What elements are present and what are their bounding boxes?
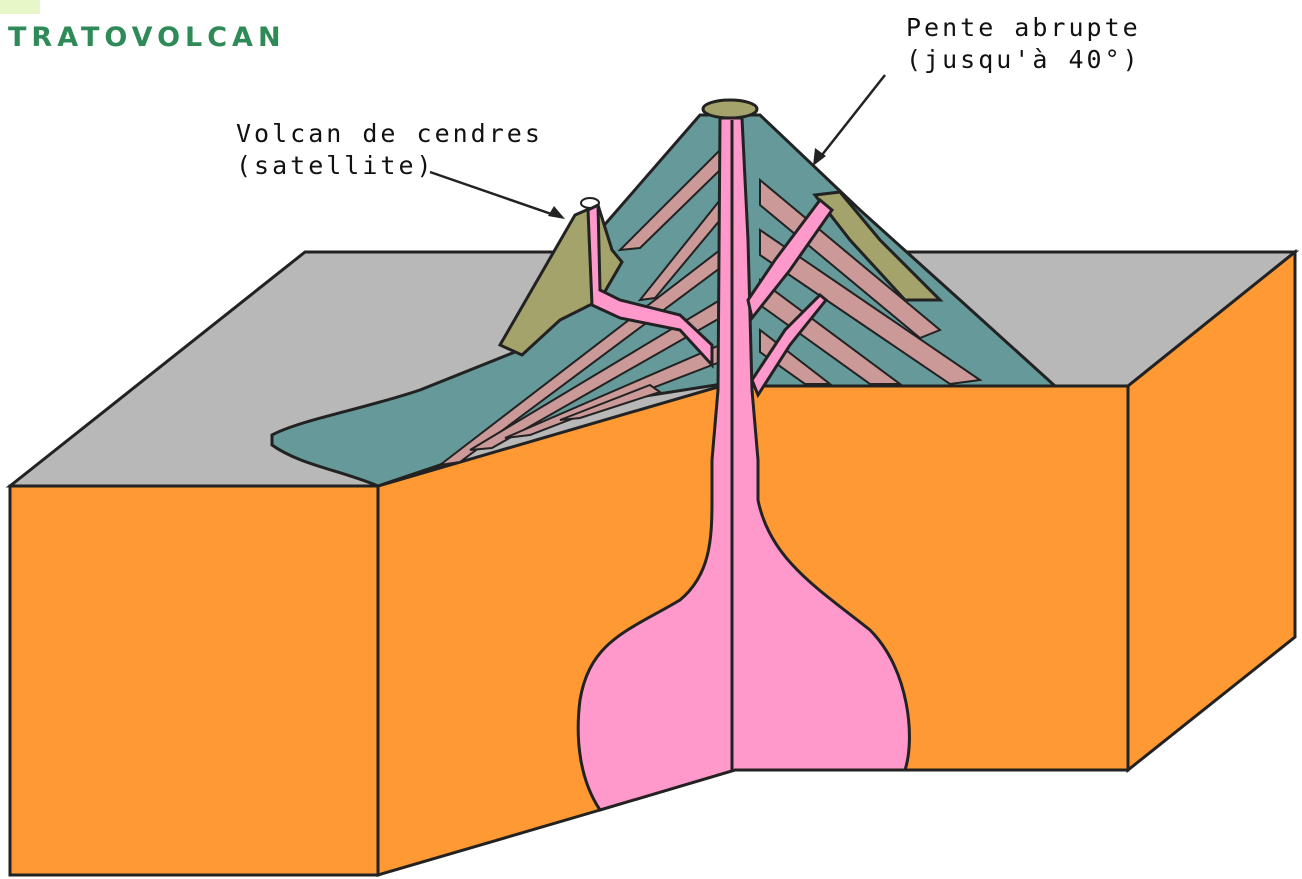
annotation-steep-slope: Pente abrupte (jusqu'à 40°) [906,12,1141,76]
annotation-satellite-line1: Volcan de cendres [236,119,543,148]
crust-block-left-face [10,486,378,875]
satellite-arrowhead [548,206,565,219]
annotation-slope-line1: Pente abrupte [906,13,1141,42]
summit-crater [703,100,757,118]
annotation-satellite-line2: (satellite) [236,151,435,180]
annotation-satellite-cone: Volcan de cendres (satellite) [236,118,543,182]
annotation-slope-line2: (jusqu'à 40°) [906,45,1141,74]
slope-leader-line [818,75,885,160]
